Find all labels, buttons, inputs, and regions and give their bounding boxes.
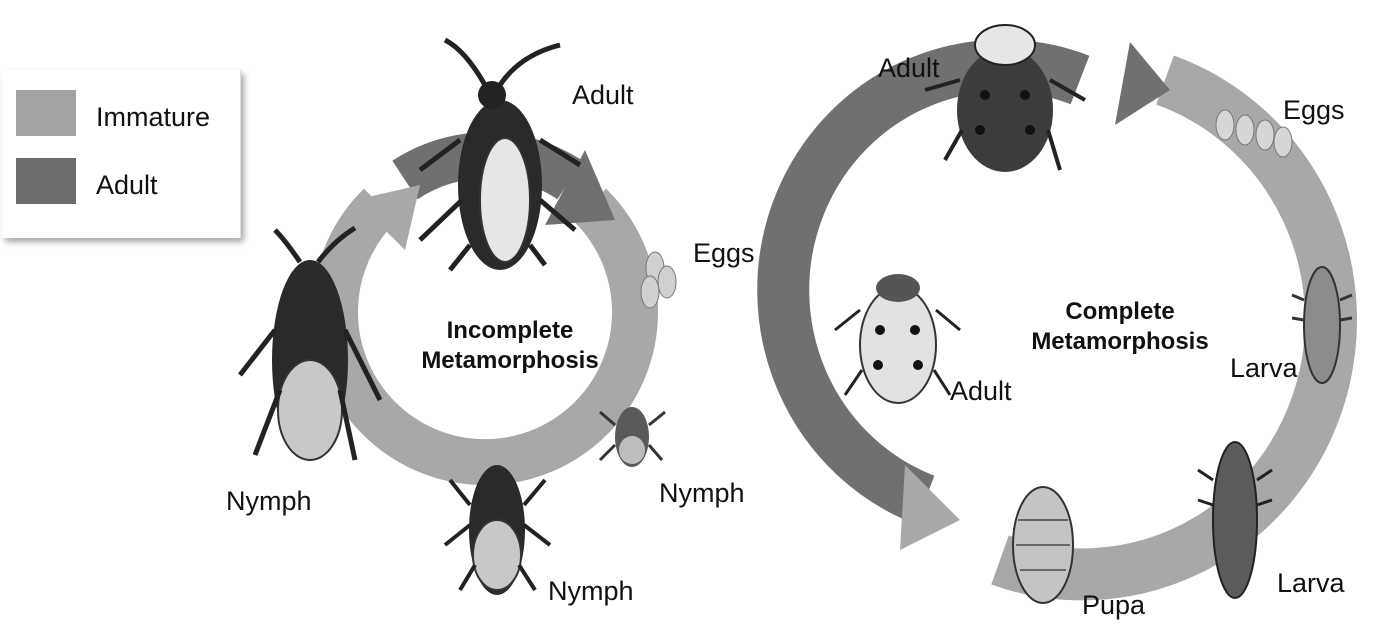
incomplete-label-nymph-left: Nymph bbox=[226, 488, 312, 515]
complete-title-line1: Complete bbox=[1010, 297, 1230, 327]
legend-label-immature: Immature bbox=[96, 102, 210, 133]
complete-label-adult-top: Adult bbox=[878, 55, 940, 82]
incomplete-nymph-bottom-icon bbox=[445, 465, 550, 595]
complete-title-line2: Metamorphosis bbox=[1010, 327, 1230, 357]
complete-label-eggs: Eggs bbox=[1283, 97, 1345, 124]
complete-title: Complete Metamorphosis bbox=[1010, 297, 1230, 357]
legend-label-adult: Adult bbox=[96, 170, 158, 201]
complete-label-adult-left: Adult bbox=[950, 378, 1012, 405]
incomplete-title: Incomplete Metamorphosis bbox=[390, 316, 630, 376]
complete-arrow-top bbox=[1115, 42, 1170, 125]
incomplete-title-line1: Incomplete bbox=[390, 316, 630, 346]
complete-label-larva-lower: Larva bbox=[1277, 570, 1345, 597]
incomplete-label-eggs: Eggs bbox=[693, 240, 755, 267]
complete-label-larva-upper: Larva bbox=[1230, 355, 1298, 382]
legend-swatch-immature bbox=[16, 90, 76, 136]
complete-pupa-icon bbox=[1013, 487, 1073, 603]
incomplete-label-nymph-right: Nymph bbox=[659, 480, 745, 507]
complete-label-pupa: Pupa bbox=[1082, 592, 1145, 619]
incomplete-title-line2: Metamorphosis bbox=[390, 346, 630, 376]
legend-swatch-adult bbox=[16, 158, 76, 204]
incomplete-label-nymph-bottom: Nymph bbox=[548, 578, 634, 605]
legend: Immature Adult bbox=[2, 70, 241, 238]
incomplete-label-adult: Adult bbox=[572, 82, 634, 109]
complete-adult-ladybug-left-icon bbox=[835, 274, 960, 403]
